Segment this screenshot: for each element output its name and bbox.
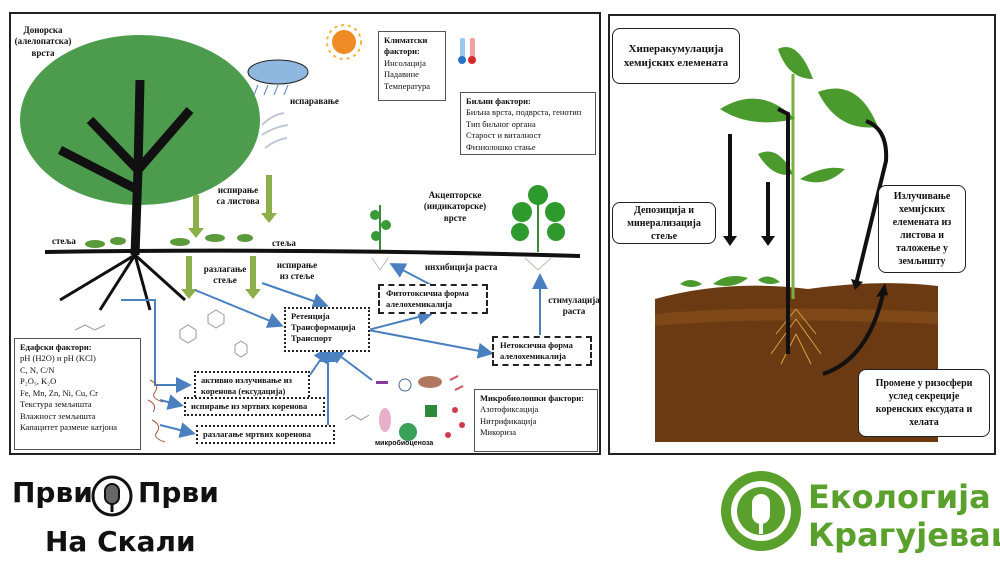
- litter-label-left: стеља: [52, 236, 76, 246]
- litter-icon: [85, 234, 253, 248]
- acceptor-species-label: Акцепторске(индикаторске)врсте: [423, 190, 487, 223]
- flow-arrows: [121, 263, 548, 440]
- dead-root-decomposition-box: разлагање мртвих коренова: [196, 425, 335, 445]
- logo-right-line-2: Крагујевац: [808, 516, 1000, 554]
- plant-factors-box: Биљни фактори:Биљна врста, подврста, ген…: [460, 92, 596, 155]
- evaporation-label: испаравање: [290, 96, 339, 106]
- rain-cloud-icon: [247, 59, 309, 96]
- donor-species-label: Донорска(алелопатска)врста: [14, 25, 72, 58]
- microbiocenosis-label: микробиоценоза: [375, 440, 434, 447]
- acceptor-plant-icon: [370, 205, 391, 271]
- dead-root-leaching-box: испирање из мртвих коренова: [184, 397, 325, 417]
- sun-icon: [326, 24, 362, 60]
- acceptor-plant-large-icon: [511, 185, 565, 271]
- molecule-icons: [74, 309, 370, 421]
- thermometer-icon: [458, 38, 476, 64]
- logo-left-word-2: Први: [138, 476, 219, 509]
- ground-line: [44, 248, 581, 258]
- black-arrows: [728, 107, 889, 376]
- evaporation-arrows: [261, 112, 289, 149]
- microbes-icon: [376, 375, 465, 441]
- tree-icon: [20, 35, 260, 311]
- edaphic-factors-box: Едафски фактори:pH (H2O) и pH (KCl)C, N,…: [14, 338, 141, 450]
- left-illustration: [20, 24, 581, 443]
- litter-label-right: стеља: [272, 238, 296, 248]
- growth-inhibition-label: инхибиција раста: [425, 262, 498, 272]
- logo-left-word-1: Први: [12, 476, 93, 509]
- logo-right-line-1: Екологија: [808, 478, 991, 516]
- green-arrows: [181, 175, 277, 299]
- plant-icon: [680, 47, 878, 299]
- logo-left-line-2: На Скали: [45, 525, 196, 558]
- microphone-icon: [91, 475, 133, 517]
- dead-root-icons: [147, 379, 166, 443]
- ekologija-emblem-icon: [721, 471, 801, 551]
